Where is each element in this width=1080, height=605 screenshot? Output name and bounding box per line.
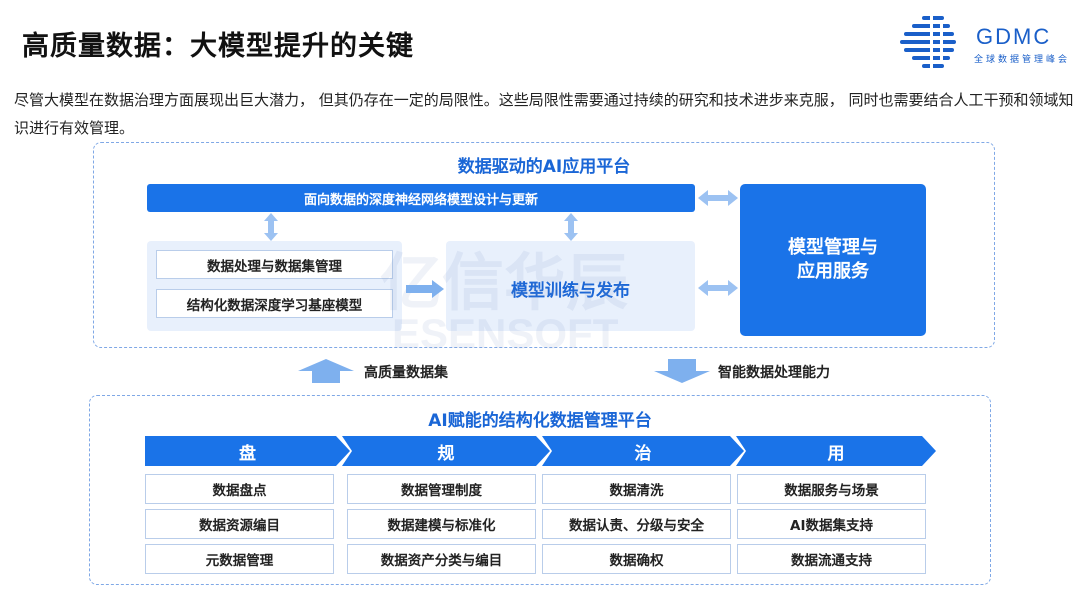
up-arrow-icon (298, 359, 354, 383)
page-title: 高质量数据：大模型提升的关键 (22, 31, 414, 62)
logo-text: GDMC (976, 24, 1052, 49)
gdmc-logo: GDMC 全球数据管理峰会 (896, 10, 1080, 70)
cell-pan-2: 数据资源编目 (145, 509, 334, 539)
base-model-box: 结构化数据深度学习基座模型 (156, 289, 393, 318)
chevron-gui: 规 (342, 436, 550, 466)
watermark-cn: 亿信华辰 (380, 249, 629, 318)
cell-yong-3: 数据流通支持 (737, 544, 926, 574)
cell-zhi-2: 数据认责、分级与安全 (542, 509, 731, 539)
model-management-box: 模型管理与 应用服务 (740, 184, 926, 336)
quality-dataset-label: 高质量数据集 (364, 365, 448, 381)
intro-paragraph: 尽管大模型在数据治理方面展现出巨大潜力， 但其仍存在一定的局限性。这些局限性需要… (14, 91, 1074, 137)
cell-pan-3: 元数据管理 (145, 544, 334, 574)
globe-icon (900, 14, 956, 70)
ai-application-platform-title: 数据驱动的AI应用平台 (457, 157, 631, 177)
watermark-en: ESENSOFT (392, 310, 619, 357)
chevron-pan: 盘 (145, 436, 350, 466)
leftright-arrow-icon (698, 280, 738, 296)
logo-subtitle: 全球数据管理峰会 (974, 55, 1071, 65)
updown-arrow-icon (264, 213, 278, 241)
cell-zhi-3: 数据确权 (542, 544, 731, 574)
updown-arrow-icon (564, 213, 578, 241)
cell-gui-1: 数据管理制度 (347, 474, 536, 504)
data-processing-capability-label: 智能数据处理能力 (718, 365, 830, 381)
down-arrow-icon (654, 359, 710, 383)
model-training-label: 模型训练与发布 (511, 281, 630, 301)
cell-zhi-1: 数据清洗 (542, 474, 731, 504)
cell-yong-2: AI数据集支持 (737, 509, 926, 539)
cell-gui-2: 数据建模与标准化 (347, 509, 536, 539)
chevron-zhi: 治 (542, 436, 744, 466)
leftright-arrow-icon (698, 190, 738, 206)
model-design-bar: 面向数据的深度神经网络模型设计与更新 (147, 184, 695, 212)
data-management-platform-title: AI赋能的结构化数据管理平台 (428, 411, 652, 431)
right-arrow-icon (406, 280, 444, 298)
cell-yong-1: 数据服务与场景 (737, 474, 926, 504)
chevron-yong: 用 (736, 436, 936, 466)
training-area (446, 241, 695, 331)
cell-pan-1: 数据盘点 (145, 474, 334, 504)
cell-gui-3: 数据资产分类与编目 (347, 544, 536, 574)
data-processing-box: 数据处理与数据集管理 (156, 250, 393, 279)
